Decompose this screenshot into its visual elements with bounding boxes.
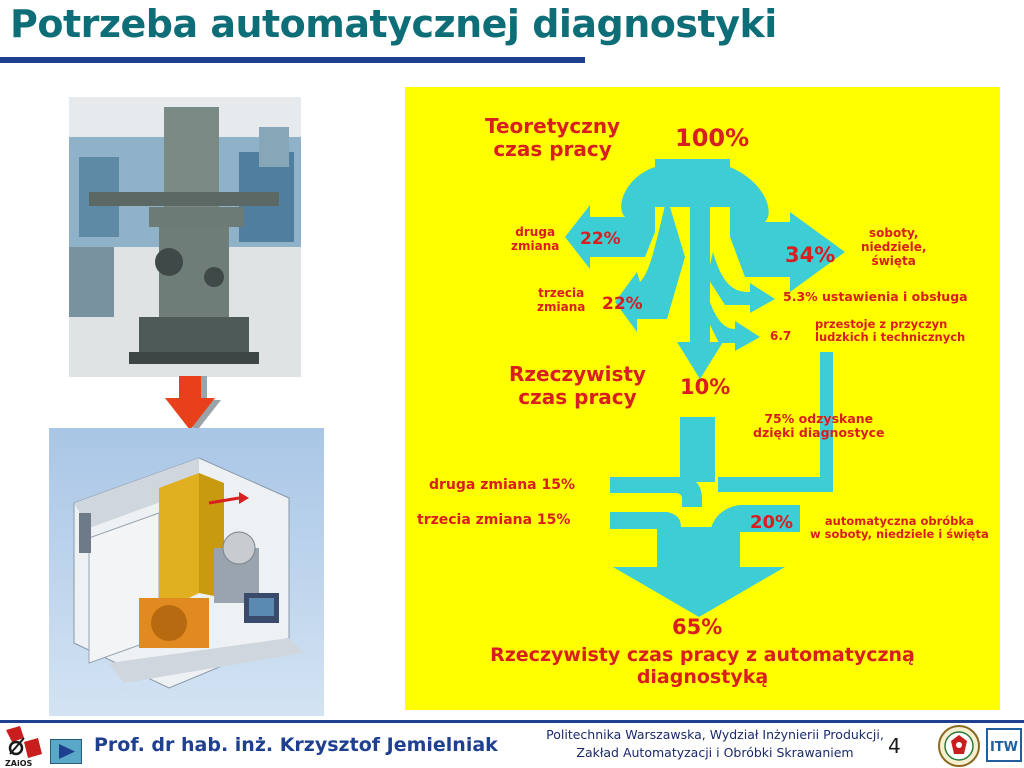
theoretical-time-pct: 100% bbox=[675, 124, 750, 152]
result-label: Rzeczywisty czas pracy z automatyczną di… bbox=[490, 644, 915, 688]
slide-title: Potrzeba automatycznej diagnostyki bbox=[10, 2, 777, 46]
university-crest-logo bbox=[938, 725, 980, 767]
weekend-auto-label: automatyczna obróbka w soboty, niedziele… bbox=[810, 514, 989, 542]
down-arrow-icon bbox=[165, 376, 221, 432]
svg-text:ITW: ITW bbox=[990, 740, 1018, 755]
recovered-label: 75% odzyskane dzięki diagnostyce bbox=[753, 411, 885, 441]
second-shift-15-label: druga zmiana 15% bbox=[429, 477, 576, 493]
setup-label: 5.3% ustawienia i obsługa bbox=[783, 289, 968, 304]
third-shift-15-label: trzecia zmiana 15% bbox=[417, 512, 571, 528]
downtime-pct: 6.7 bbox=[770, 329, 792, 343]
weekends-pct: 34% bbox=[785, 243, 836, 267]
flow-final-arrow bbox=[613, 527, 785, 617]
footer-divider bbox=[0, 720, 1024, 723]
flow-branch-downtime bbox=[701, 287, 760, 351]
second-shift-pct: 22% bbox=[580, 229, 621, 249]
author-name: Prof. dr hab. inż. Krzysztof Jemielniak bbox=[94, 734, 498, 756]
flow-arrows bbox=[565, 159, 845, 617]
third-shift-pct: 22% bbox=[602, 294, 643, 314]
flow-branch-second-shift bbox=[565, 167, 655, 269]
page-number: 4 bbox=[888, 734, 901, 758]
flow-real-time-down bbox=[680, 417, 715, 482]
institution-info: Politechnika Warszawska, Wydział Inżynie… bbox=[546, 727, 884, 760]
downtime-label: przestoje z przyczyn ludzkich i technicz… bbox=[815, 317, 966, 345]
flow-to-real-time bbox=[677, 207, 723, 379]
flow-recovered bbox=[718, 352, 833, 492]
flow-inflow-third-shift bbox=[610, 512, 681, 537]
weekends-label: soboty, niedziele, święta bbox=[861, 226, 927, 268]
flow-branch-weekends bbox=[730, 167, 845, 292]
second-shift-label: druga zmiana bbox=[511, 225, 560, 253]
result-pct: 65% bbox=[672, 615, 723, 639]
cnc-machining-center-illustration bbox=[49, 428, 324, 716]
working-time-flow-diagram: Teoretyczny czas pracy 100% druga zmiana… bbox=[405, 87, 1000, 710]
conventional-milling-machine-photo bbox=[69, 97, 301, 377]
itw-logo: ITW bbox=[986, 728, 1022, 762]
flow-branch-third-shift bbox=[615, 197, 685, 332]
third-shift-label: trzecia zmiana bbox=[537, 286, 586, 314]
weekend-auto-pct: 20% bbox=[750, 512, 794, 533]
zaios-logo: ZAiOS bbox=[2, 724, 44, 768]
title-underline bbox=[0, 57, 585, 63]
play-triangle-icon[interactable] bbox=[50, 739, 82, 764]
flow-inflow-weekends bbox=[710, 505, 800, 557]
svg-text:ZAiOS: ZAiOS bbox=[5, 759, 33, 768]
flow-inflow-second-shift bbox=[610, 477, 702, 507]
theoretical-time-label: Teoretyczny czas pracy bbox=[485, 114, 621, 161]
flow-trunk-top bbox=[655, 159, 730, 207]
real-time-pct: 10% bbox=[680, 375, 731, 399]
real-time-label: Rzeczywisty czas pracy bbox=[509, 362, 646, 409]
flow-branch-setup bbox=[707, 252, 775, 313]
